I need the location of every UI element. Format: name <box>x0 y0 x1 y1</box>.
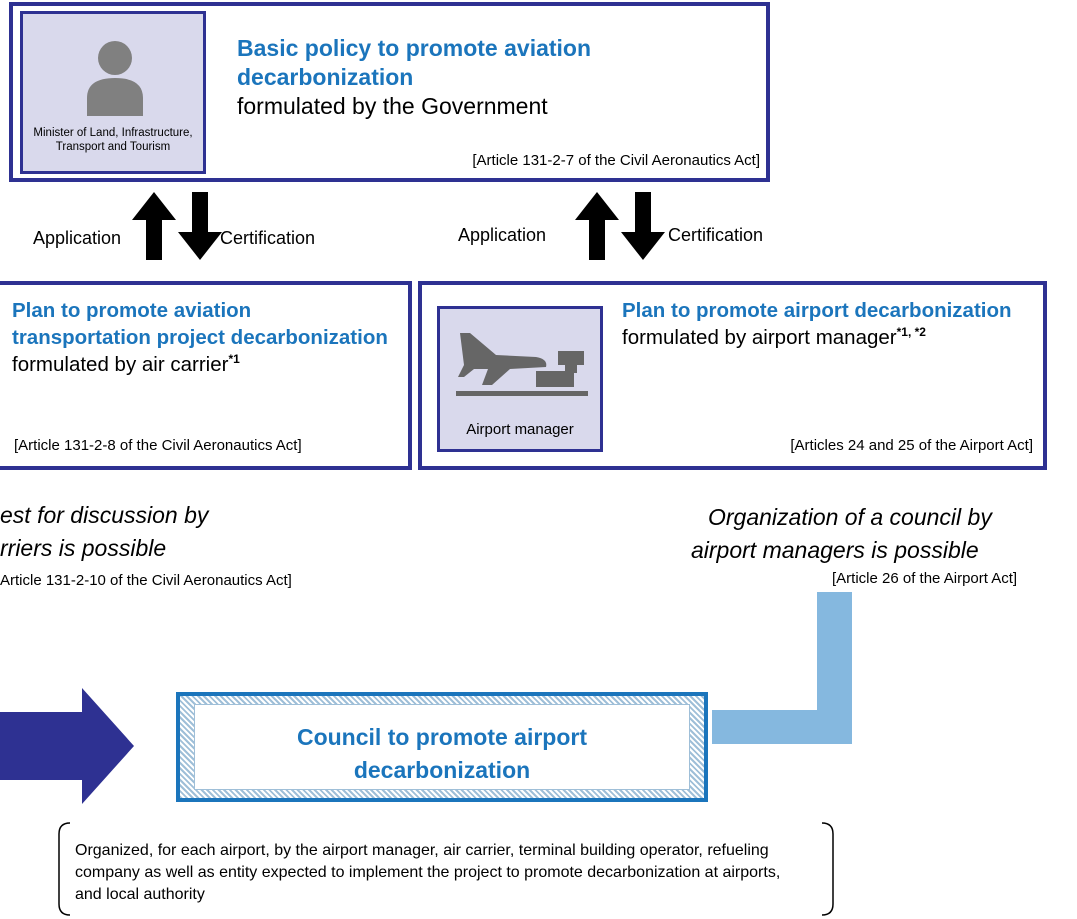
basic-policy-subtitle: formulated by the Government <box>237 93 548 119</box>
council-title: Council to promote airport decarbonizati… <box>296 724 588 783</box>
airplane-icon <box>456 333 588 396</box>
airport-manager-label: Airport manager <box>466 421 574 438</box>
air-carrier-plan-superscript: *1 <box>228 352 240 367</box>
right-up-arrow-icon <box>575 192 619 260</box>
airport-plan-subtitle: formulated by airport manager <box>622 326 897 349</box>
left-note-line2: rriers is possible <box>0 535 167 561</box>
left-certification-label: Certification <box>220 228 316 248</box>
right-note-line1: Organization of a council by <box>708 504 992 530</box>
basic-policy-box: Minister of Land, Infrastructure, Transp… <box>9 2 770 182</box>
basic-policy-title: Basic policy to promote aviation decarbo… <box>237 35 592 90</box>
right-down-arrow-icon <box>621 192 665 260</box>
right-certification-label: Certification <box>668 225 764 245</box>
left-note-line1: est for discussion by <box>0 502 209 528</box>
airport-plan-box: Airport manager Plan to promote airport … <box>418 281 1047 470</box>
council-box: Council to promote airport decarbonizati… <box>176 692 708 802</box>
left-up-arrow-icon <box>132 192 176 260</box>
council-note: Organized, for each airport, by the airp… <box>57 822 835 916</box>
airport-plan-title: Plan to promote airport decarbonization <box>622 299 1012 322</box>
airport-plan-superscript: *1, *2 <box>896 325 926 340</box>
council-note-text: Organized, for each airport, by the airp… <box>75 842 781 903</box>
right-connector <box>712 592 852 744</box>
air-carrier-plan-reference: [Article 131-2-8 of the Civil Aeronautic… <box>14 437 302 454</box>
left-down-arrow-icon <box>178 192 222 260</box>
left-large-arrow-icon <box>0 688 134 804</box>
left-bracket <box>58 822 71 916</box>
left-application-label: Application <box>33 228 122 248</box>
air-carrier-plan-subtitle: formulated by air carrier <box>12 353 229 376</box>
minister-label: Minister of Land, Infrastructure, Transp… <box>33 127 193 153</box>
airport-plan-reference: [Articles 24 and 25 of the Airport Act] <box>790 437 1033 454</box>
person-icon <box>87 41 143 116</box>
air-carrier-plan-box: Plan to promote aviation transportation … <box>0 281 412 470</box>
airport-manager-icon-box: Airport manager <box>437 306 603 452</box>
air-carrier-plan-title: Plan to promote aviation transportation … <box>12 299 388 349</box>
minister-icon-box: Minister of Land, Infrastructure, Transp… <box>20 11 206 174</box>
left-note-reference: Article 131-2-10 of the Civil Aeronautic… <box>0 572 292 589</box>
right-bracket <box>821 822 834 916</box>
council-inner: Council to promote airport decarbonizati… <box>194 704 690 790</box>
basic-policy-reference: [Article 131-2-7 of the Civil Aeronautic… <box>472 152 760 169</box>
right-application-label: Application <box>458 225 547 245</box>
right-note-reference: [Article 26 of the Airport Act] <box>832 570 1018 587</box>
right-note-line2: airport managers is possible <box>691 537 979 563</box>
